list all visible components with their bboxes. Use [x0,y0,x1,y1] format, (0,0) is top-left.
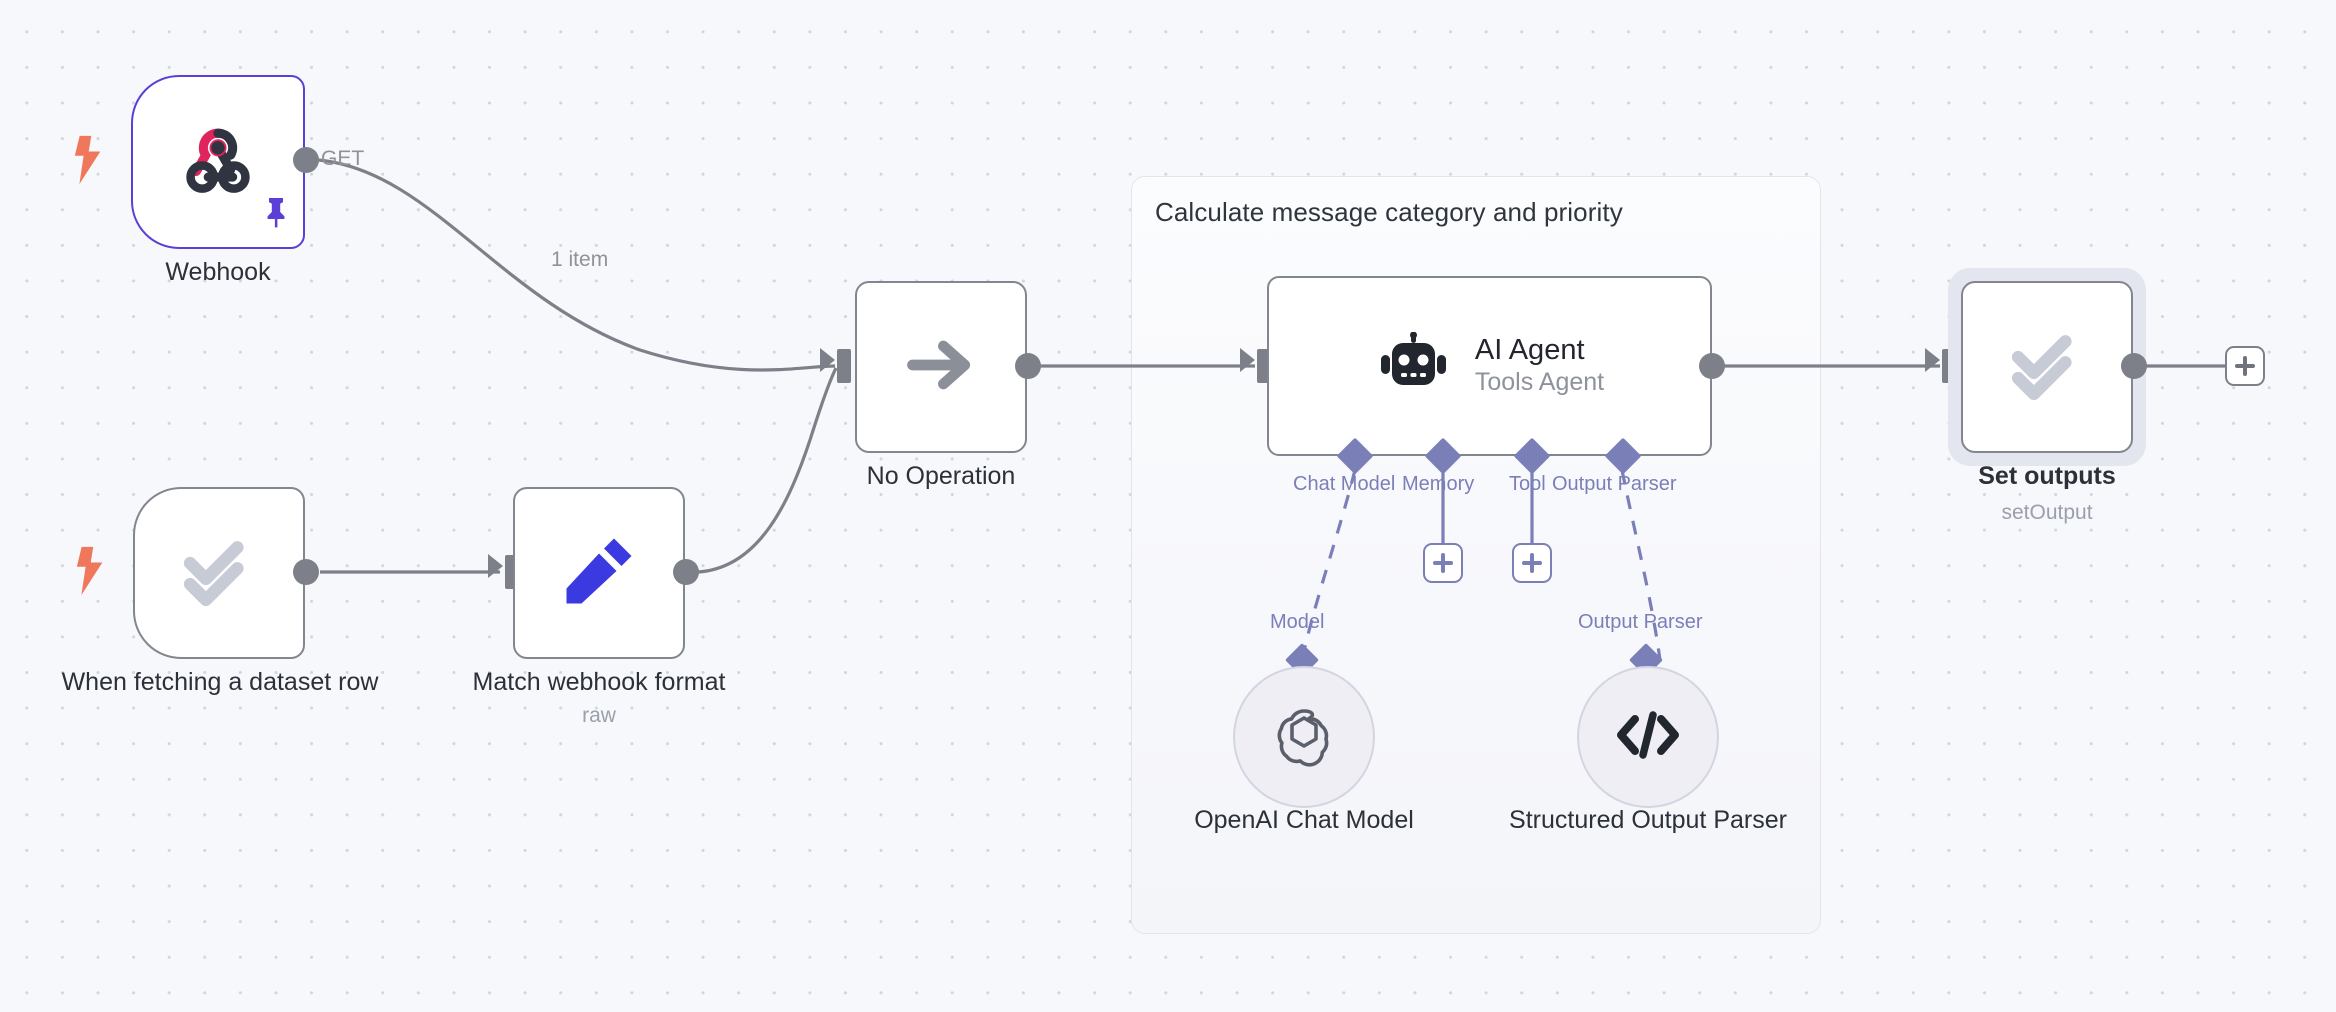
openai-logo-icon [1272,703,1336,772]
node-no-operation[interactable] [855,281,1027,453]
double-check-icon [177,529,261,618]
plus-horizontal [1433,561,1453,565]
agent-port-label-chat-model: Chat Model [1293,473,1396,495]
add-tool-button[interactable] [1512,543,1552,583]
pencil-icon [559,531,639,616]
node-sublabel-ai-agent: Tools Agent [1474,368,1605,397]
plus-horizontal [1522,561,1542,565]
node-label-openai-chat-model: OpenAI Chat Model [1194,806,1414,834]
add-memory-button[interactable] [1423,543,1463,583]
dataset-trigger-output-dot[interactable] [293,559,319,585]
agent-output-dot[interactable] [1699,353,1725,379]
node-match-webhook-format[interactable] [513,487,685,659]
double-check-icon [2005,323,2089,412]
node-sublabel-match-webhook-format: raw [582,704,616,727]
trigger-bolt-icon [72,135,106,190]
setoutputs-output-dot[interactable] [2121,353,2147,379]
match-input-arrow [488,554,503,578]
setoutputs-input-arrow [1925,348,1940,372]
webhook-output-dot[interactable] [293,147,319,173]
node-set-outputs[interactable] [1961,281,2133,453]
agent-port-label-output-parser: Output Parser [1552,473,1677,495]
trigger-bolt-icon-dataset [74,546,108,601]
arrow-right-icon [903,327,979,408]
noop-output-dot[interactable] [1015,353,1041,379]
node-structured-output-parser[interactable] [1577,666,1719,808]
node-group-title: Calculate message category and priority [1155,197,1623,227]
code-brackets-icon [1615,707,1681,768]
node-sublabel-set-outputs: setOutput [2001,501,2093,524]
webhook-icon [179,121,257,204]
pin-icon[interactable] [262,195,290,234]
node-label-webhook: Webhook [165,258,271,286]
node-when-fetching-dataset-row[interactable] [133,487,305,659]
subnode-port-label-output-parser: Output Parser [1578,611,1703,633]
node-label-structured-output-parser: Structured Output Parser [1509,806,1787,834]
node-label-when-fetching-dataset-row: When fetching a dataset row [61,668,379,696]
subnode-port-label-model: Model [1270,611,1325,633]
node-openai-chat-model[interactable] [1233,666,1375,808]
agent-input-arrow [1240,348,1255,372]
add-node-button[interactable] [2225,346,2265,386]
node-label-match-webhook-format: Match webhook format [472,668,726,696]
match-output-dot[interactable] [673,559,699,585]
plus-horizontal [2235,364,2255,368]
node-label-set-outputs: Set outputs [1978,462,2116,490]
node-ai-agent[interactable]: AI Agent Tools Agent [1267,276,1712,456]
noop-input-stub[interactable] [837,349,851,383]
agent-port-label-memory: Memory [1402,473,1475,495]
node-label-no-operation: No Operation [866,462,1016,490]
noop-input-arrow [820,348,835,372]
agent-port-label-tool: Tool [1509,473,1546,495]
node-label-ai-agent: AI Agent [1474,333,1585,366]
robot-icon [1379,331,1449,401]
edge-label-item-count: 1 item [551,248,609,271]
edge-label-get: GET [321,147,365,170]
